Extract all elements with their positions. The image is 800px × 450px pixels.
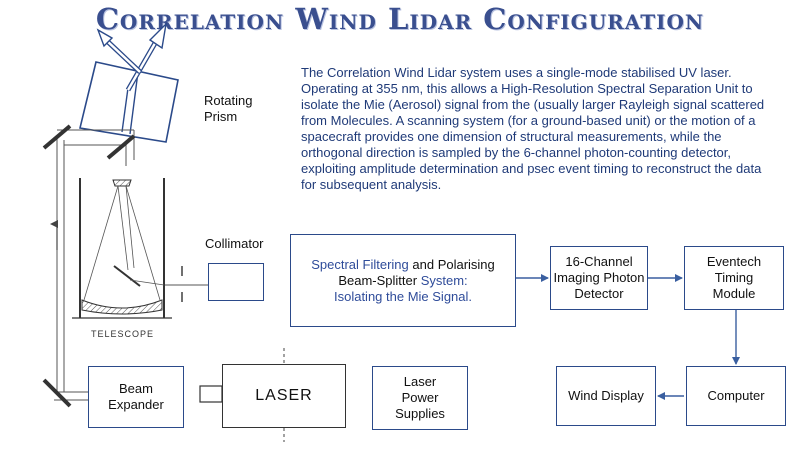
beam-expander-line2: Expander [108,397,164,412]
timing-module-line1: Eventech [706,254,762,269]
photon-detector-line2: Imaging Photon [553,270,645,285]
timing-module-line3: Module [712,286,756,301]
rotating-prism-label-line2: Prism [204,109,238,124]
wind-display-box: Wind Display [556,366,656,426]
laser-box: LASER [222,364,346,428]
beam-expander-line1: Beam [119,381,153,396]
page-title: Correlation Wind Lidar Configuration [95,2,705,36]
collimator-label: Collimator [205,236,264,251]
spectral-filtering-box: Spectral Filtering and Polarising Beam-S… [290,234,516,327]
fold-mirrors [42,124,136,408]
rotating-prism-label: Rotating Prism [204,93,252,125]
rotating-prism [79,21,179,143]
beam-paths [54,129,208,401]
collimator-box [208,263,264,301]
description-text: The Correlation Wind Lidar system uses a… [301,65,765,192]
timing-module-box: Eventech Timing Module [684,246,784,310]
laser-power-line1: Laser [403,374,437,389]
laser-nozzle [199,385,223,403]
photon-detector-line1: 16-Channel [565,254,633,269]
photon-detector-line3: Detector [574,286,624,301]
photon-detector-box: 16-Channel Imaging Photon Detector [550,246,648,310]
telescope-label: TELESCOPE [91,329,155,339]
telescope [72,178,183,319]
spectral-filtering-line2: Beam-Splitter System: [338,272,468,288]
rotating-prism-label-line1: Rotating [204,93,253,108]
laser-power-line2: Power [401,390,439,405]
laser-power-supplies-box: Laser Power Supplies [372,366,468,430]
laser-power-line3: Supplies [395,406,445,421]
computer-box: Computer [686,366,786,426]
flow-arrows [516,274,740,400]
timing-module-line2: Timing [714,270,754,285]
spectral-filtering-line3: Isolating the Mie Signal. [333,288,473,304]
spectral-filtering-line1: Spectral Filtering and Polarising [311,256,495,272]
beam-expander-box: Beam Expander [88,366,184,428]
